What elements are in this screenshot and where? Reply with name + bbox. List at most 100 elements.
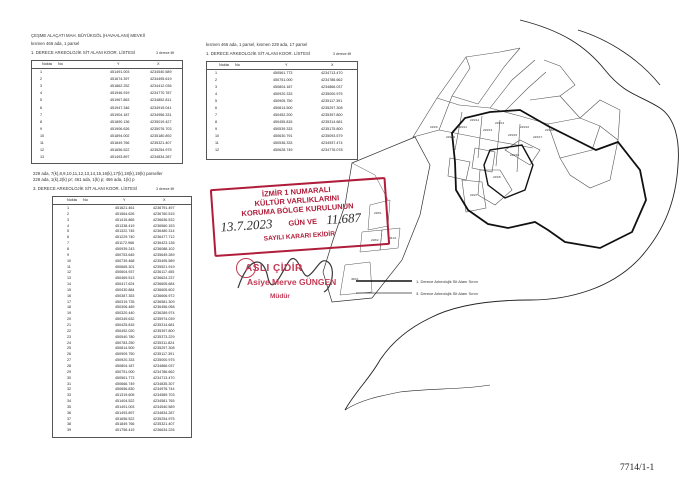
- row-number: 16: [67, 293, 72, 298]
- coord-y: 451319.605: [115, 393, 135, 398]
- coord-y: 450430.884: [115, 287, 135, 292]
- table3-parcels-1: 229 ada, 7(k),8,9,10,11,12,13,14,15,16(k…: [33, 171, 163, 176]
- coord-x: 4236606.972: [153, 293, 175, 298]
- table1-note: 3 derece lift: [156, 51, 175, 55]
- row-number: 1: [40, 70, 43, 74]
- coord-x: 4235000.975: [153, 358, 175, 363]
- coord-x: 4234776.078: [321, 148, 343, 152]
- row-number: 12: [215, 148, 220, 152]
- coord-y: 451946.919: [110, 91, 130, 96]
- row-number: 24: [67, 340, 72, 345]
- coord-x: 4234786.662: [321, 78, 343, 82]
- row-number: 30: [67, 375, 72, 380]
- signature-full-name: Asiye Merve GÜNGEN: [247, 277, 337, 287]
- col-no: No: [235, 63, 240, 67]
- first-degree-area: [451, 109, 647, 249]
- parcel-label: 229/11: [458, 125, 467, 129]
- row-number: 7: [40, 112, 43, 117]
- coord-y: 450814.500: [273, 106, 293, 110]
- col-y: Y: [123, 198, 126, 202]
- col-nokta: Nokta: [67, 198, 77, 202]
- col-y: Y: [117, 62, 120, 66]
- row-number: 29: [67, 369, 72, 374]
- row-number: 11: [67, 264, 71, 269]
- coord-y: 451656.522: [115, 416, 135, 421]
- coord-y: 451322.745: [115, 229, 135, 234]
- coord-y: 451849.766: [115, 422, 135, 427]
- coord-x: 4234834.287: [153, 410, 175, 415]
- coord-y: 450909.750: [115, 352, 135, 357]
- coord-y: 450561.773: [115, 375, 135, 380]
- coord-y: 450630.791: [273, 134, 293, 138]
- row-number: 31: [67, 381, 72, 386]
- coord-x: 4236581.309: [153, 299, 175, 304]
- coord-y: 450920.333: [115, 358, 135, 363]
- coord-x: 4234770.787: [150, 91, 172, 96]
- parcel-label: 229/16: [520, 125, 530, 129]
- coord-x: 4234786.662: [153, 369, 175, 374]
- coord-y: 450666.749: [115, 381, 135, 386]
- parcel-label: 466/1: [351, 277, 359, 281]
- col-nokta: Nokta: [219, 63, 229, 67]
- coord-x: 4235314.681: [153, 323, 175, 327]
- table1-title: 1. DERECE ARKEOLOJİK SİT ALANI KOOR. LİS…: [31, 50, 136, 55]
- coord-y: 451756.419: [115, 428, 135, 433]
- coord-x: 4236634.226: [153, 428, 175, 433]
- coord-x: 4235297.308: [321, 106, 343, 110]
- coord-x: 4236456.058: [153, 305, 175, 310]
- coord-y: 451621.461: [115, 206, 135, 210]
- coord-y: 451947.346: [110, 105, 130, 110]
- coord-y: 450539.333: [273, 127, 293, 131]
- coord-x: 4236088.102: [153, 246, 175, 251]
- row-number: 37: [67, 416, 72, 421]
- coord-y: 451415.865: [115, 217, 135, 222]
- coord-y: 450540.780: [115, 334, 135, 339]
- row-number: 6: [40, 105, 43, 110]
- row-number: 8: [67, 246, 70, 251]
- row-number: 3: [67, 217, 70, 222]
- col-x: X: [157, 62, 160, 66]
- row-number: 8: [40, 119, 43, 124]
- table3-title: 3. DERECE ARKEOLOJİK SİT ALANI KOOR. LİS…: [33, 186, 138, 191]
- coord-x: 4235000.975: [321, 92, 343, 96]
- row-number: 35: [67, 404, 72, 409]
- signature-name-stamp: ASLI ÇİDİR: [245, 263, 303, 274]
- coord-x: 4235175.800: [321, 127, 343, 131]
- row-number: 2: [215, 78, 218, 82]
- coord-x: 4234581.765: [153, 399, 175, 404]
- coord-y: 450656.830: [115, 387, 135, 392]
- row-number: 11: [215, 141, 219, 145]
- parcel-labels: 229/9229/10229/11229/12229/13229/14229/1…: [351, 118, 555, 281]
- coord-y: 450783.250: [115, 340, 135, 345]
- coord-y: 450905.750: [273, 99, 293, 103]
- row-number: 6: [215, 106, 218, 110]
- col-x: X: [331, 63, 334, 67]
- coord-x: 4235649.289: [153, 252, 175, 257]
- row-number: 12: [67, 270, 72, 275]
